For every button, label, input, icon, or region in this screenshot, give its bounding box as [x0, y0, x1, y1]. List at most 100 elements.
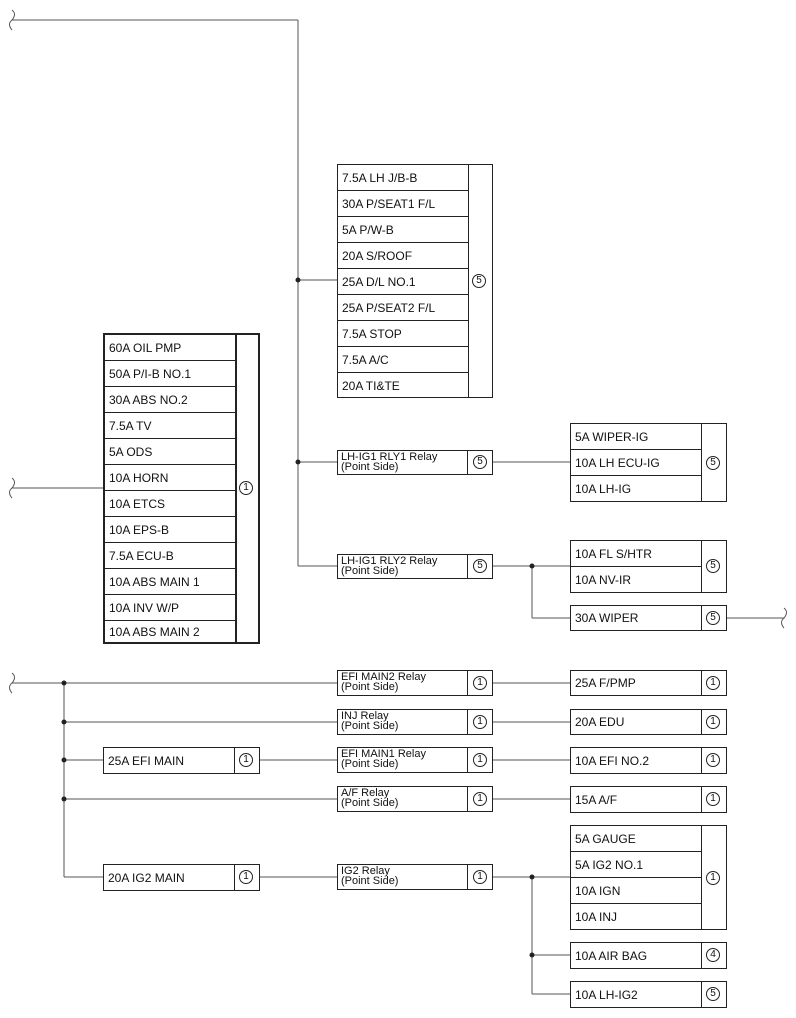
fuse-item: 7.5A ECU-B	[105, 543, 235, 569]
fuse-item: 10A INV W/P	[105, 595, 235, 621]
fuse-item: 25A D/L NO.1	[338, 269, 468, 295]
relay-side: (Point Side)	[341, 565, 399, 577]
relay-label: A/F Relay (Point Side)	[341, 787, 399, 809]
relay-name: INJ Relay	[341, 710, 389, 722]
relay-label: IG2 Relay (Point Side)	[341, 865, 399, 887]
fuse-item: 10A INJ	[575, 909, 618, 924]
relay-name: EFI MAIN2 Relay	[341, 671, 426, 683]
relay-name: LH-IG1 RLY2 Relay	[341, 555, 438, 567]
fuse-item: 5A P/W-B	[338, 217, 468, 243]
fuse-item: 25A P/SEAT2 F/L	[338, 295, 468, 321]
fuse-group-left: 60A OIL PMP 50A P/I-B NO.1 30A ABS NO.2 …	[103, 333, 260, 644]
location-marker: 1	[473, 676, 487, 690]
location-marker: 1	[473, 753, 487, 767]
fuse-item: 30A WIPER	[575, 611, 639, 625]
relay-lh-ig1-rly2: LH-IG1 RLY2 Relay (Point Side) 5	[337, 554, 493, 579]
location-marker: 4	[706, 948, 720, 962]
relay-label: EFI MAIN1 Relay (Point Side)	[341, 748, 426, 770]
relay-side: (Point Side)	[341, 875, 399, 887]
location-marker: 5	[706, 456, 720, 470]
fuse-item: 25A F/PMP	[575, 676, 636, 690]
fuse-efi-no2: 10A EFI NO.2 1	[570, 747, 727, 774]
fuse-item: 10A HORN	[105, 465, 235, 491]
location-marker: 5	[706, 987, 720, 1001]
fuse-item: 60A OIL PMP	[105, 335, 235, 361]
fuse-wiper: 30A WIPER 5	[570, 605, 727, 631]
fuse-edu: 20A EDU 1	[570, 709, 727, 735]
relay-ig2: IG2 Relay (Point Side) 1	[337, 864, 493, 890]
location-marker: 5	[706, 611, 720, 625]
relay-label: LH-IG1 RLY2 Relay (Point Side)	[341, 555, 438, 577]
location-marker: 1	[706, 715, 720, 729]
relay-side: (Point Side)	[341, 758, 399, 770]
relay-lh-ig1-rly1: LH-IG1 RLY1 Relay (Point Side) 5	[337, 450, 493, 475]
location-marker: 1	[706, 676, 720, 690]
relay-inj: INJ Relay (Point Side) 1	[337, 709, 493, 735]
relay-name: EFI MAIN1 Relay	[341, 748, 426, 760]
fuse-lh-ig2: 10A LH-IG2 5	[570, 981, 727, 1008]
relay-side: (Point Side)	[341, 681, 399, 693]
fuse-item: 10A FL S/HTR	[571, 541, 701, 567]
location-marker: 1	[706, 871, 720, 885]
fuse-air-bag: 10A AIR BAG 4	[570, 942, 727, 969]
fuse-item: 5A ODS	[105, 439, 235, 465]
fuse-item: 5A WIPER-IG	[571, 424, 701, 450]
fuse-item: 30A ABS NO.2	[105, 387, 235, 413]
fuse-f-pmp: 25A F/PMP 1	[570, 670, 727, 696]
fuse-item: 50A P/I-B NO.1	[105, 361, 235, 387]
location-marker: 1	[473, 715, 487, 729]
fuse-item: 10A AIR BAG	[575, 948, 648, 963]
relay-af: A/F Relay (Point Side) 1	[337, 786, 493, 812]
relay-side: (Point Side)	[341, 797, 399, 809]
relay-label: LH-IG1 RLY1 Relay (Point Side)	[341, 452, 437, 473]
fuse-item: 30A P/SEAT1 F/L	[338, 191, 468, 217]
relay-efi-main2: EFI MAIN2 Relay (Point Side) 1	[337, 670, 493, 696]
location-marker: 1	[239, 481, 253, 495]
fuse-item: 20A TI&TE	[342, 378, 400, 393]
location-marker: 1	[473, 792, 487, 806]
relay-efi-main1: EFI MAIN1 Relay (Point Side) 1	[337, 747, 493, 773]
fuse-efi-main: 25A EFI MAIN 1	[103, 747, 260, 774]
fuse-item: 5A IG2 NO.1	[571, 852, 701, 878]
fuse-item: 10A IGN	[571, 878, 701, 904]
fuse-item: 20A EDU	[575, 715, 625, 729]
relay-name: IG2 Relay	[341, 865, 390, 877]
location-marker: 5	[473, 559, 487, 573]
fuse-group-rly2-outputs: 10A FL S/HTR 10A NV-IR 5	[570, 540, 727, 593]
fuse-item: 5A GAUGE	[571, 826, 701, 852]
fuse-item: 7.5A A/C	[338, 347, 468, 373]
relay-label: EFI MAIN2 Relay (Point Side)	[341, 671, 426, 693]
location-marker: 1	[239, 753, 253, 767]
fuse-item: 7.5A LH J/B-B	[338, 165, 468, 191]
fuse-item: 10A ABS MAIN 1	[105, 569, 235, 595]
fuse-item: 15A A/F	[575, 792, 618, 807]
fuse-item: 10A ABS MAIN 2	[109, 624, 200, 639]
fuse-item: 20A S/ROOF	[338, 243, 468, 269]
fuse-item: 10A ETCS	[105, 491, 235, 517]
location-marker: 5	[472, 274, 486, 288]
fuse-item: 10A LH-IG2	[575, 987, 638, 1002]
location-marker: 1	[706, 792, 720, 806]
fuse-item: 7.5A STOP	[338, 321, 468, 347]
fuse-item: 10A LH-IG	[575, 481, 632, 496]
fuse-item: 10A LH ECU-IG	[571, 450, 701, 476]
fuse-group-rly1-outputs: 5A WIPER-IG 10A LH ECU-IG 10A LH-IG 5	[570, 423, 727, 502]
fuse-group-ig2-outputs: 5A GAUGE 5A IG2 NO.1 10A IGN 10A INJ 1	[570, 825, 727, 930]
location-marker: 5	[473, 455, 487, 469]
location-marker: 1	[706, 753, 720, 767]
location-marker: 5	[706, 559, 720, 573]
fuse-item: 25A EFI MAIN	[108, 753, 185, 768]
fuse-item: 10A NV-IR	[575, 572, 632, 587]
fuse-af: 15A A/F 1	[570, 786, 727, 813]
relay-name: A/F Relay	[341, 787, 390, 799]
fuse-item: 10A EFI NO.2	[575, 753, 650, 768]
relay-label: INJ Relay (Point Side)	[341, 710, 398, 732]
fuse-group-top-right: 7.5A LH J/B-B 30A P/SEAT1 F/L 5A P/W-B 2…	[337, 164, 493, 398]
fuse-item: 20A IG2 MAIN	[108, 870, 185, 885]
location-marker: 1	[473, 870, 487, 884]
fuse-ig2-main: 20A IG2 MAIN 1	[103, 864, 260, 891]
relay-side: (Point Side)	[341, 461, 399, 473]
fuse-item: 10A EPS-B	[105, 517, 235, 543]
